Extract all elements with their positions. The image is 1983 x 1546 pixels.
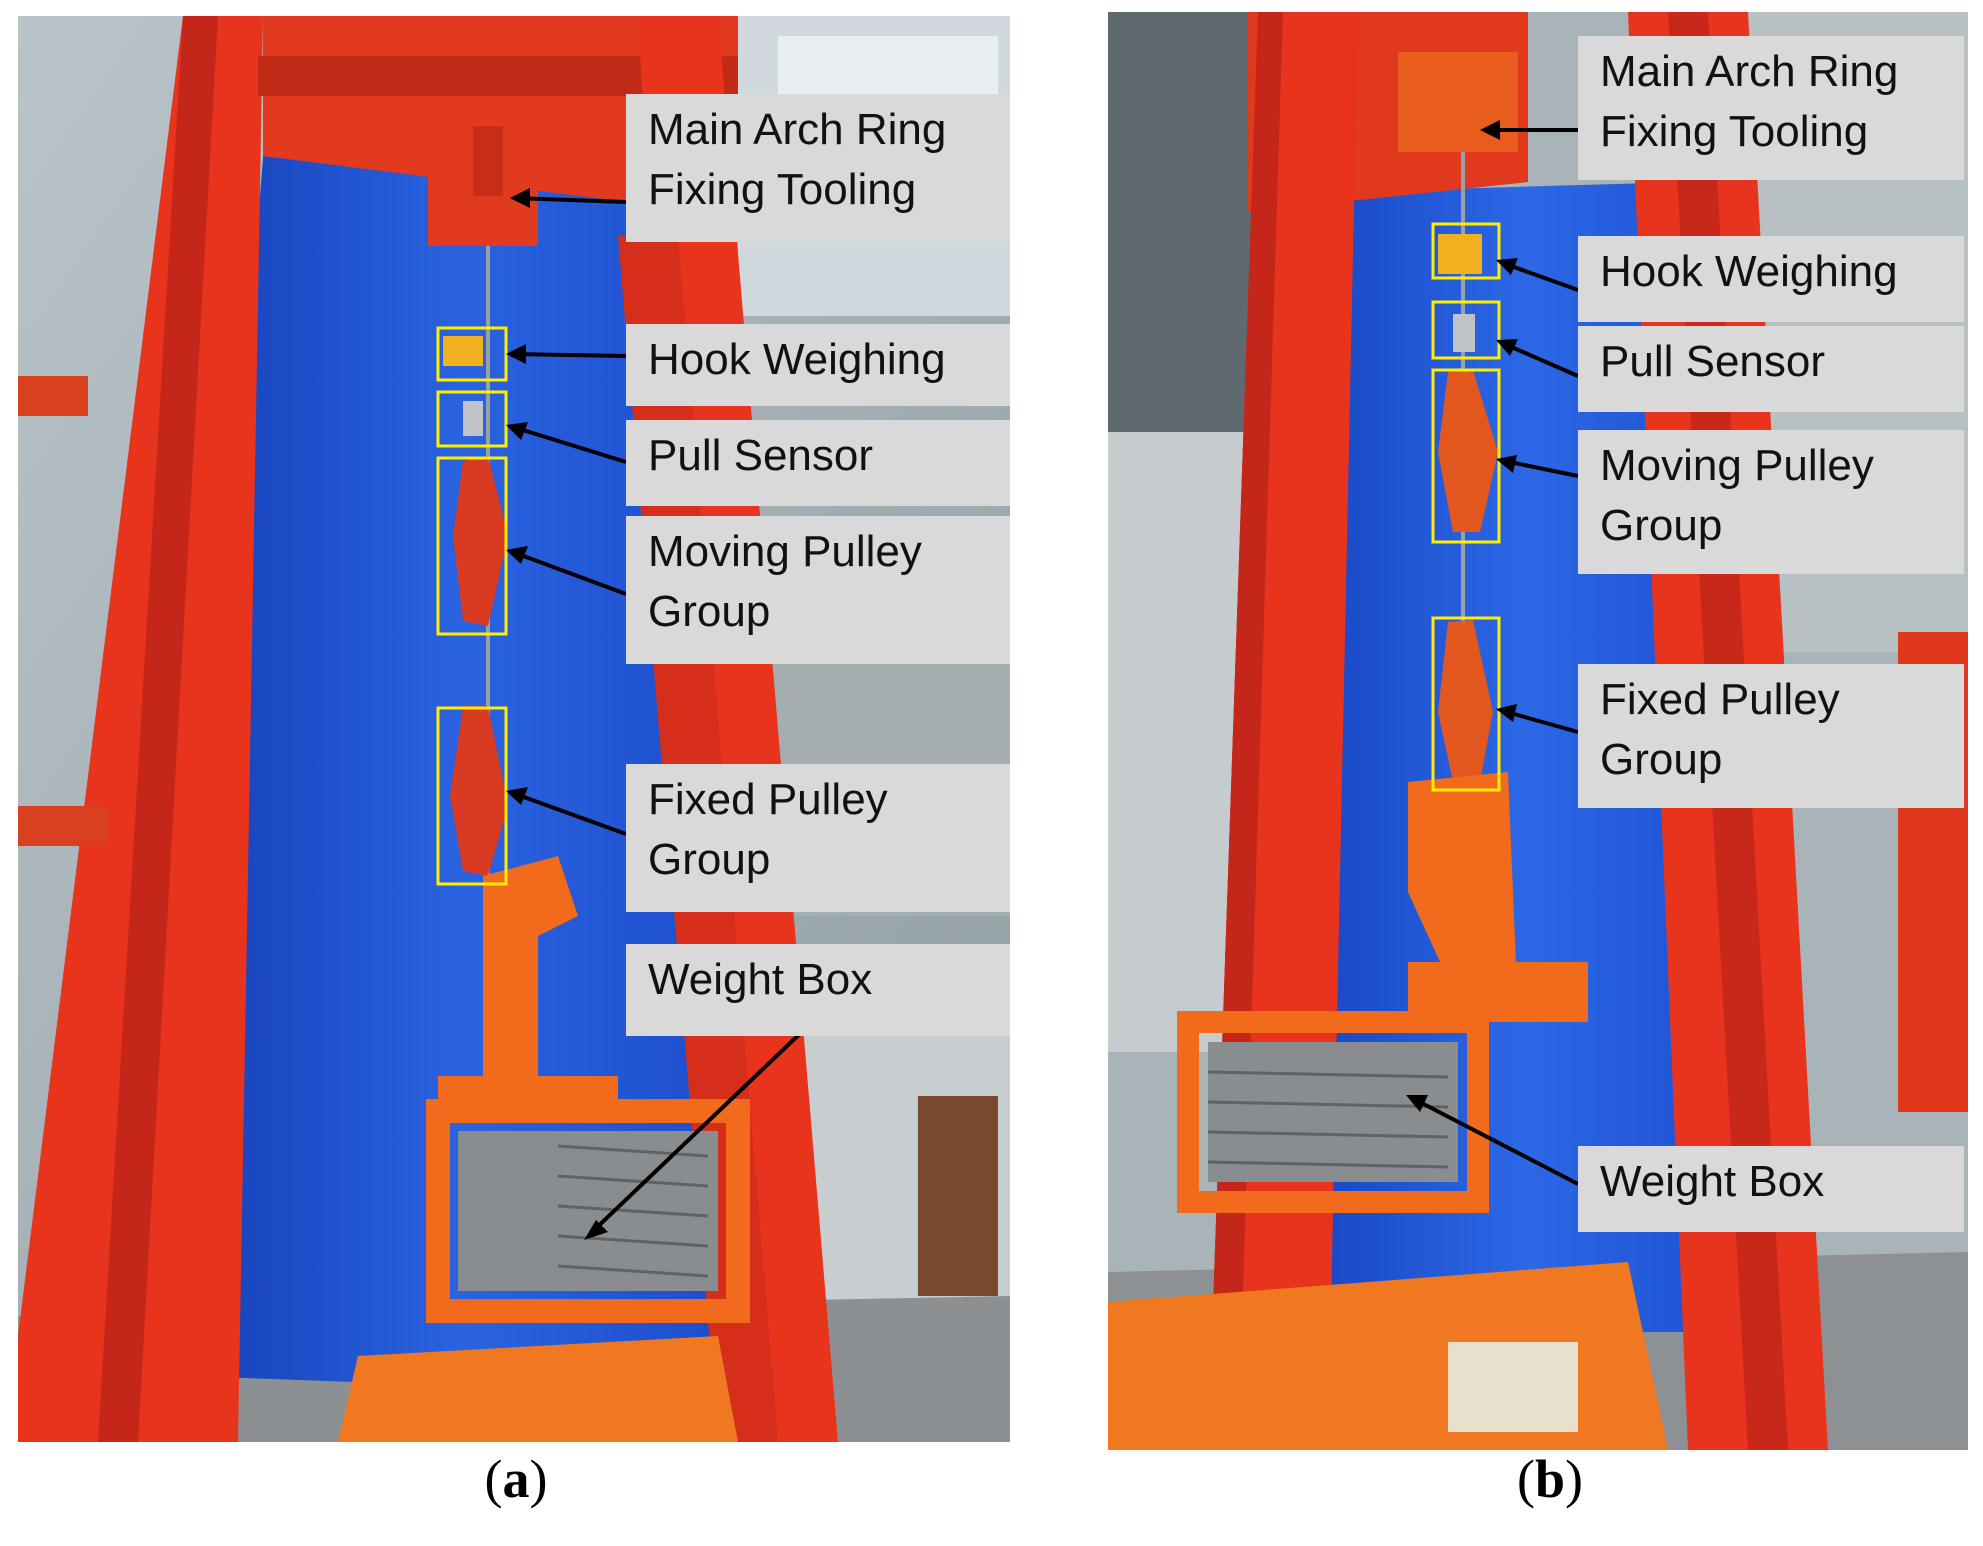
callout-line: Group	[648, 835, 771, 884]
callout-pull-sensor-b: Pull Sensor	[1578, 326, 1964, 412]
callout-main-arch-ring-fixing-tooling-a: Main Arch Ring Fixing Tooling	[626, 94, 1010, 242]
callout-moving-pulley-group-a: Moving Pulley Group	[626, 516, 1010, 664]
callout-line: Fixed Pulley	[1600, 675, 1840, 724]
callout-weight-box-a: Weight Box	[626, 944, 1010, 1036]
callout-line: Group	[1600, 735, 1723, 784]
caption-b: (b)	[1516, 1449, 1583, 1509]
caption-a: (a)	[484, 1449, 548, 1509]
callout-line: Weight Box	[1600, 1157, 1825, 1206]
callout-line: Weight Box	[648, 955, 873, 1004]
callout-main-arch-ring-fixing-tooling-b: Main Arch Ring Fixing Tooling	[1578, 36, 1964, 180]
callout-line: Main Arch Ring	[1600, 47, 1899, 96]
caption-letter: a	[502, 1449, 530, 1509]
callout-moving-pulley-group-b: Moving Pulley Group	[1578, 430, 1964, 574]
callout-fixed-pulley-group-a: Fixed Pulley Group	[626, 764, 1010, 912]
callout-line: Pull Sensor	[1600, 337, 1826, 386]
callout-line: Moving Pulley	[648, 527, 922, 576]
callout-line: Fixing Tooling	[648, 165, 917, 214]
callout-line: Group	[1600, 501, 1723, 550]
callout-line: Fixing Tooling	[1600, 107, 1869, 156]
callout-line: Group	[648, 587, 771, 636]
callout-hook-weighing-b: Hook Weighing	[1578, 236, 1964, 322]
callout-fixed-pulley-group-b: Fixed Pulley Group	[1578, 664, 1964, 808]
callout-hook-weighing-a: Hook Weighing	[626, 324, 1010, 406]
photo-panel-a: Main Arch Ring Fixing Tooling Hook Weigh…	[18, 16, 1010, 1442]
callout-line: Pull Sensor	[648, 431, 874, 480]
caption-letter: b	[1534, 1449, 1566, 1509]
callout-line: Hook Weighing	[1600, 247, 1898, 296]
photo-panel-b: Main Arch Ring Fixing Tooling Hook Weigh…	[1108, 12, 1968, 1450]
callout-pull-sensor-a: Pull Sensor	[626, 420, 1010, 506]
callout-weight-box-b: Weight Box	[1578, 1146, 1964, 1232]
callout-line: Moving Pulley	[1600, 441, 1874, 490]
callout-line: Main Arch Ring	[648, 105, 947, 154]
callout-line: Hook Weighing	[648, 335, 946, 384]
callout-line: Fixed Pulley	[648, 775, 888, 824]
